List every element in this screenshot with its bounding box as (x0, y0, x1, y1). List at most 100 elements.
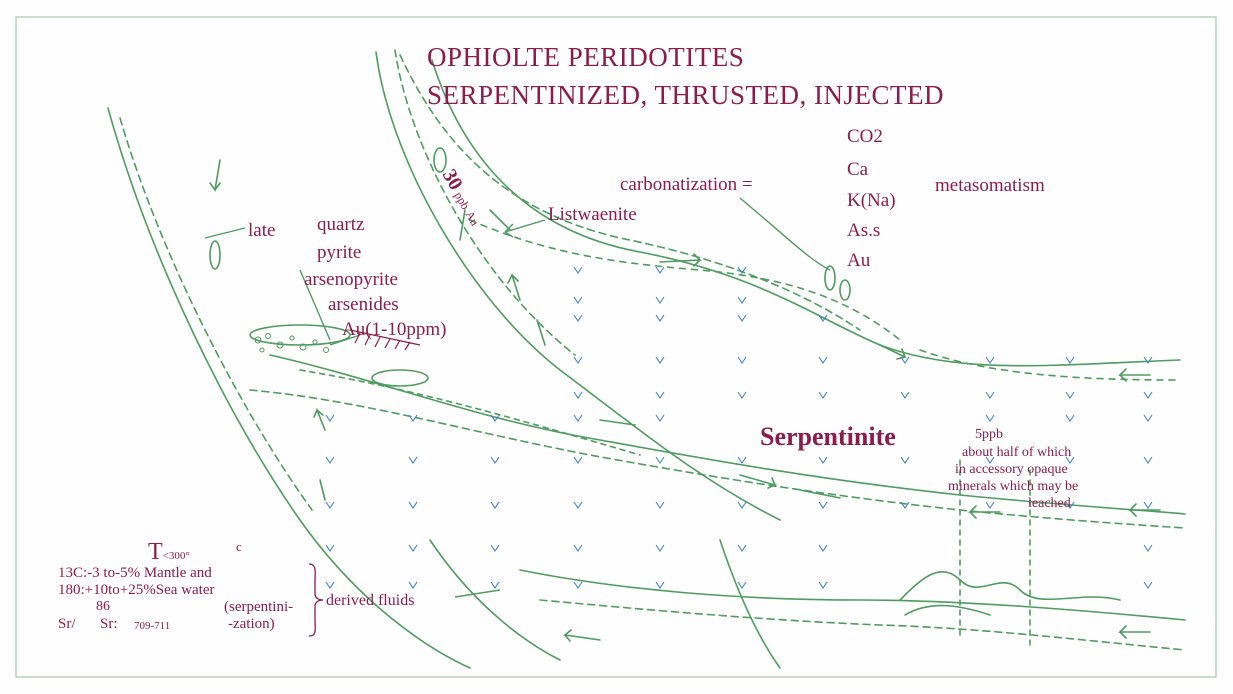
v-symbol (574, 392, 582, 398)
v-symbol (738, 357, 746, 363)
v-symbol (819, 582, 827, 588)
v-symbol (409, 502, 417, 508)
v-symbol (574, 357, 582, 363)
v-symbol (326, 415, 334, 421)
component-ca: Ca (847, 160, 868, 179)
v-symbol (901, 457, 909, 463)
v-symbol (738, 392, 746, 398)
v-symbol (656, 315, 664, 321)
v-symbol (574, 297, 582, 303)
label-au-ppm: Au(1-10ppm) (342, 320, 446, 339)
v-symbol (656, 582, 664, 588)
v-symbol (326, 457, 334, 463)
title-line-2: SERPENTINIZED, THRUSTED, INJECTED (427, 82, 944, 109)
label-pyrite: pyrite (317, 243, 361, 262)
note-line-1: about half of which (962, 446, 1071, 460)
v-symbol (656, 415, 664, 421)
v-symbol (1066, 392, 1074, 398)
v-symbol (656, 267, 664, 273)
v-symbol (1144, 457, 1152, 463)
v-symbol (819, 545, 827, 551)
label-quartz: quartz (317, 215, 364, 234)
derived-fluids-label: derived fluids (326, 593, 414, 609)
v-symbol (574, 582, 582, 588)
label-listwaenite: Listwaenite (548, 205, 637, 224)
fluid-temperature: T<300° (148, 540, 190, 564)
v-symbol (656, 502, 664, 508)
v-symbol (986, 357, 994, 363)
v-symbol (656, 392, 664, 398)
v-symbol (409, 582, 417, 588)
left-fault-dashed (120, 118, 312, 510)
v-symbol (1144, 415, 1152, 421)
component-au: Au (847, 251, 870, 270)
v-symbol (901, 502, 909, 508)
component-as-s: As.s (847, 221, 880, 240)
label-arsenides: arsenides (328, 295, 399, 314)
v-symbol (491, 502, 499, 508)
v-symbol (738, 502, 746, 508)
v-symbol (574, 545, 582, 551)
v-symbol (491, 582, 499, 588)
sr-left: Sr/ (58, 617, 76, 632)
v-symbol (738, 582, 746, 588)
v-symbol (656, 545, 664, 551)
v-symbol (1144, 545, 1152, 551)
v-symbol (656, 357, 664, 363)
label-late: late (248, 221, 275, 240)
fluid-zation: -zation) (228, 617, 275, 632)
v-symbol (819, 392, 827, 398)
temp-symbol: T (148, 539, 163, 565)
v-symbol (491, 545, 499, 551)
v-symbol (1144, 582, 1152, 588)
sr-value: 709-711 (134, 621, 170, 632)
temp-value: <300° (163, 550, 190, 562)
fluid-carbon: 13C:-3 to-5% Mantle and (58, 566, 212, 581)
fluid-oxygen: 180:+10to+25%Sea water (58, 583, 214, 598)
label-carbonatization: carbonatization = (620, 175, 753, 194)
v-symbol (574, 415, 582, 421)
v-symbol (901, 392, 909, 398)
v-symbol (491, 457, 499, 463)
v-symbol (738, 457, 746, 463)
note-line-4: leached (1028, 497, 1071, 511)
component-co2: CO2 (847, 127, 883, 146)
v-symbol (326, 545, 334, 551)
v-symbol (819, 357, 827, 363)
v-symbol (326, 502, 334, 508)
structure-lines (108, 50, 1185, 668)
v-symbol (738, 545, 746, 551)
v-symbol (574, 315, 582, 321)
middle-fault (376, 52, 780, 520)
brace (305, 562, 327, 638)
v-symbol (409, 457, 417, 463)
v-symbol (738, 315, 746, 321)
v-symbol (409, 545, 417, 551)
v-symbol (574, 502, 582, 508)
v-symbol (574, 267, 582, 273)
serpentinite-pattern (326, 267, 1152, 588)
v-symbol (986, 502, 994, 508)
v-symbol (738, 297, 746, 303)
v-symbol (1066, 415, 1074, 421)
fluid-serpentinization: (serpentini- (224, 600, 293, 615)
vein-injection (900, 572, 1120, 600)
v-symbol (656, 297, 664, 303)
v-symbol (574, 457, 582, 463)
title-line-1: OPHIOLTE PERIDOTITES (427, 44, 744, 71)
component-k-na: K(Na) (847, 191, 896, 210)
v-symbol (819, 502, 827, 508)
v-symbol (986, 415, 994, 421)
label-serpentinite-gold: 5ppb (975, 428, 1003, 442)
temp-unit: c (236, 540, 242, 553)
v-symbol (901, 357, 909, 363)
leader-lines (205, 198, 830, 597)
v-symbol (326, 582, 334, 588)
v-symbol (1144, 392, 1152, 398)
v-symbol (819, 457, 827, 463)
v-symbol (1066, 357, 1074, 363)
v-symbol (656, 457, 664, 463)
label-serpentinite: Serpentinite (760, 424, 896, 450)
label-metasomatism: metasomatism (935, 176, 1045, 195)
